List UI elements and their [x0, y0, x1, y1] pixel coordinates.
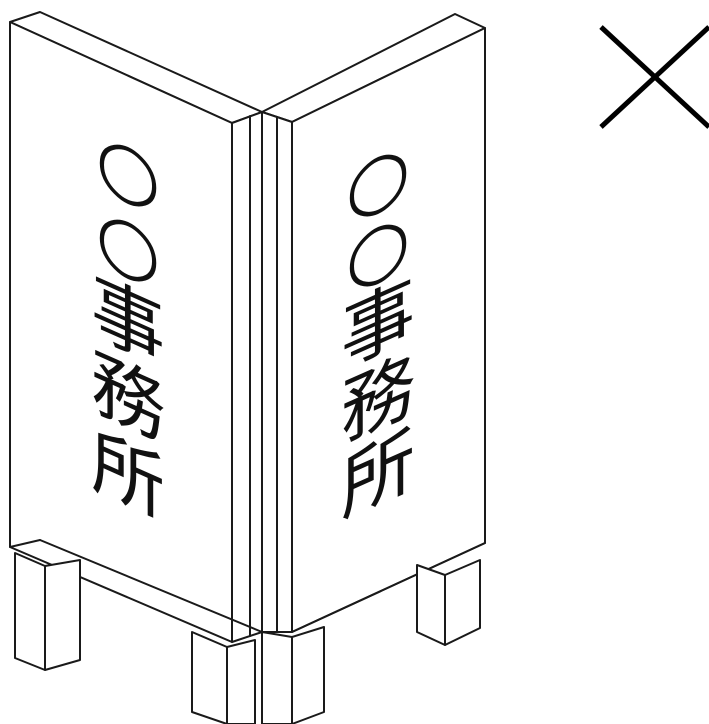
right-leg-back-side: [416, 564, 446, 646]
left-sign-legs: [14, 552, 256, 724]
right-sign-legs: [261, 559, 481, 724]
left-leg-front-side: [44, 559, 81, 671]
left-leg-back: [191, 631, 228, 724]
left-leg-back-side: [226, 639, 256, 724]
left-leg-front: [14, 552, 46, 671]
right-leg-front: [291, 626, 325, 724]
right-leg-front-side: [261, 631, 293, 724]
left-sign-panel: [9, 11, 263, 643]
cross-mark-icon: [599, 25, 709, 129]
right-sign-panel: [261, 13, 486, 633]
left-panel-side: [231, 111, 263, 643]
right-leg-back: [444, 559, 481, 646]
left-face-lettering: ○ ○ 事 務 所: [91, 113, 165, 536]
right-face-lettering: ○ ○ 事 務 所: [341, 123, 415, 535]
